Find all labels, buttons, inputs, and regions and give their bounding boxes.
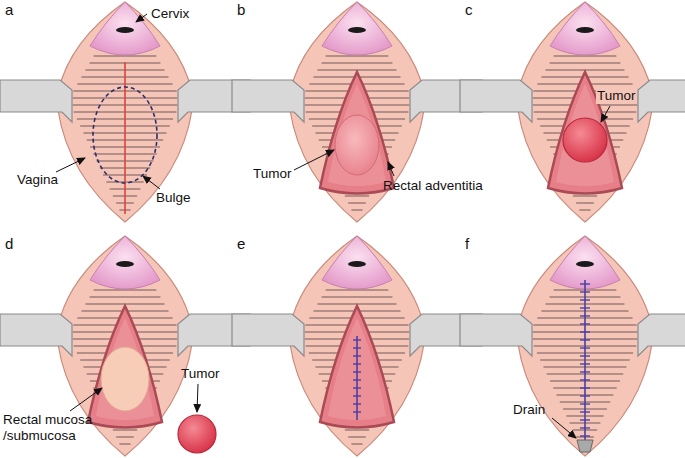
vaginal-wall xyxy=(518,236,652,456)
cervix xyxy=(322,236,392,289)
surgical-panel xyxy=(0,2,250,222)
incision-line xyxy=(124,62,126,214)
cervix xyxy=(550,2,620,55)
rugae xyxy=(533,56,638,210)
panel-letter: a xyxy=(4,2,14,18)
cervical-os xyxy=(348,261,366,267)
cervical-os xyxy=(116,27,134,33)
panel-letter: c xyxy=(464,2,474,18)
callout-label: Drain xyxy=(512,402,546,418)
surgical-panel xyxy=(460,236,685,456)
retractor xyxy=(0,80,72,122)
cervix xyxy=(322,2,392,55)
vaginal-wall xyxy=(58,2,192,222)
callout-label: Rectal mucosa /submucosa xyxy=(2,412,104,444)
incision-opening xyxy=(96,318,154,420)
surgical-panel xyxy=(232,236,482,456)
panel-letter: d xyxy=(4,236,14,252)
suture xyxy=(580,280,590,444)
bulge-outline xyxy=(93,87,157,183)
leader-arrow xyxy=(552,418,576,438)
incision-opening xyxy=(328,318,386,420)
retractor xyxy=(0,314,72,356)
drain xyxy=(577,440,593,452)
incision-opening xyxy=(328,84,386,186)
leader-arrow xyxy=(601,106,610,122)
excised-tumor xyxy=(178,415,216,453)
callout-label: Cervix xyxy=(150,6,190,22)
leader-arrow xyxy=(388,162,394,176)
tumor xyxy=(563,118,607,162)
leader-arrow xyxy=(143,176,160,189)
callout-label: Tumor xyxy=(596,88,637,104)
cervical-os xyxy=(116,261,134,267)
rectal-mucosa xyxy=(101,347,149,411)
cervix xyxy=(90,2,160,55)
callout-label: Vagina xyxy=(16,172,59,188)
cervix xyxy=(90,236,160,289)
leader-arrow xyxy=(70,388,102,411)
surgical-panel xyxy=(460,2,685,222)
retractor xyxy=(638,314,685,356)
surgical-panel xyxy=(0,236,250,456)
retractor xyxy=(232,80,304,122)
callout-label: Rectal adventitia xyxy=(382,178,484,194)
leader-lines xyxy=(56,14,610,438)
rugae xyxy=(305,290,410,444)
callout-label: Bulge xyxy=(155,190,192,206)
vaginal-wall xyxy=(518,2,652,222)
tumor-bulge xyxy=(335,115,379,175)
vaginal-wall xyxy=(290,236,424,456)
leader-arrow xyxy=(56,158,85,172)
rectal-adventitia xyxy=(320,306,394,428)
callout-label: Tumor xyxy=(252,166,293,182)
callout-label: Tumor xyxy=(180,366,221,382)
rectal-adventitia xyxy=(88,306,162,428)
panel-letter: e xyxy=(236,236,246,252)
rectal-adventitia xyxy=(320,72,394,194)
retractor xyxy=(460,314,532,356)
cervical-os xyxy=(348,27,366,33)
leader-arrow xyxy=(136,14,147,22)
cervical-os xyxy=(576,261,594,267)
panel-letter: b xyxy=(236,2,246,18)
retractor xyxy=(638,80,685,122)
retractor xyxy=(460,80,532,122)
retractor xyxy=(232,314,304,356)
leader-arrow xyxy=(197,384,198,412)
leader-arrow xyxy=(294,150,334,170)
panel-letter: f xyxy=(464,236,470,252)
cervical-os xyxy=(576,27,594,33)
suture xyxy=(353,336,361,420)
